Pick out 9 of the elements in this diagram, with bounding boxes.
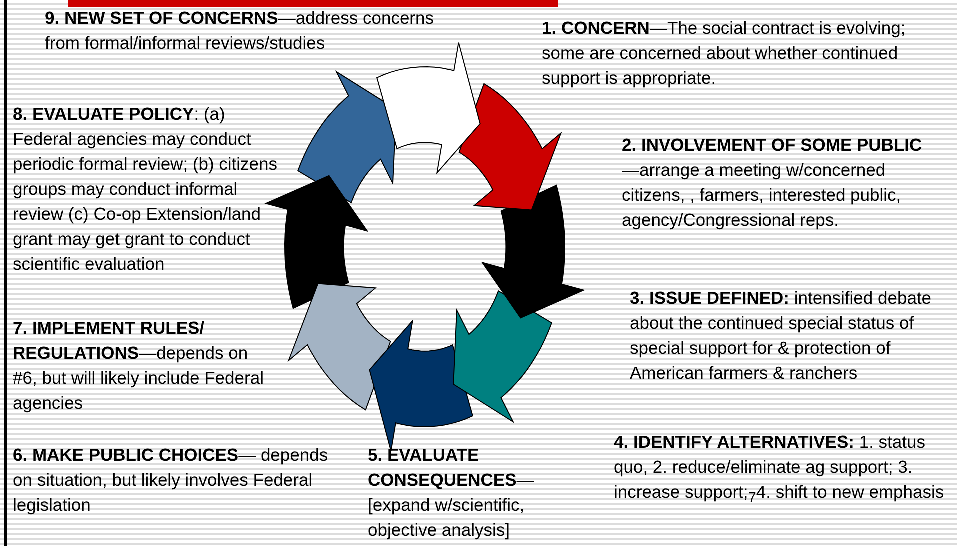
step-text: 2. INVOLVEMENT OF SOME PUBLIC—arrange a meeting w/concerned citizens, , farmers, interested public, agency/Congressional reps. <box>622 135 922 230</box>
step-text: 1. CONCERN—The social contract is evolving; some are concerned about whether continued support is appropriate. <box>542 18 906 88</box>
step-text: 3. ISSUE DEFINED: intensified debate about the continued special status of special support for & protection of American farmers & ranchers <box>630 288 932 383</box>
step-text: 7. IMPLEMENT RULES/ REGULATIONS—depends on #6, but will likely include Federal agencies <box>13 318 264 413</box>
step-text: 6. MAKE PUBLIC CHOICES— depends on situation, but likely involves Federal legislation <box>13 445 328 515</box>
step-text: 9. NEW SET OF CONCERNS—address concerns from formal/informal reviews/studies <box>45 8 434 53</box>
step-text: 8. EVALUATE POLICY: (a) Federal agencies may conduct periodic formal review; (b) citizens groups may conduct informal review (c) Co-op Extension/land grant may get grant to conduct scientific evaluation <box>13 104 278 274</box>
step-text: 4. IDENTIFY ALTERNATIVES: 1. status quo, 2. reduce/eliminate ag support; 3. increase support;$_{7}$4. shift to new emphasis <box>614 432 944 502</box>
step-text: 5. EVALUATE CONSEQUENCES— [expand w/scientific, objective analysis] <box>368 445 534 540</box>
